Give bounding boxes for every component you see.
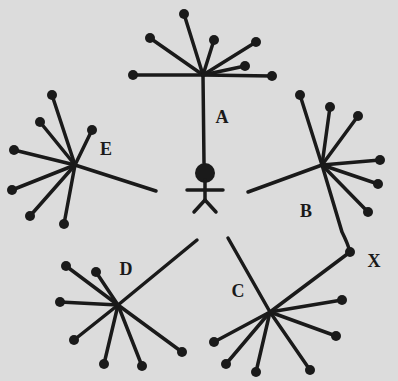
cluster-letter: B — [298, 202, 314, 222]
cluster-letter: E — [98, 140, 114, 160]
cluster-e — [7, 90, 156, 229]
person-figure — [187, 163, 223, 212]
cluster-letter: D — [118, 260, 135, 280]
cluster-letter: A — [214, 108, 231, 128]
cluster-c — [209, 238, 350, 377]
cluster-a — [128, 9, 277, 163]
cluster-b — [248, 90, 385, 257]
cluster-letter: X — [366, 252, 383, 272]
cluster-d — [55, 240, 197, 371]
cluster-letter: C — [230, 282, 247, 302]
